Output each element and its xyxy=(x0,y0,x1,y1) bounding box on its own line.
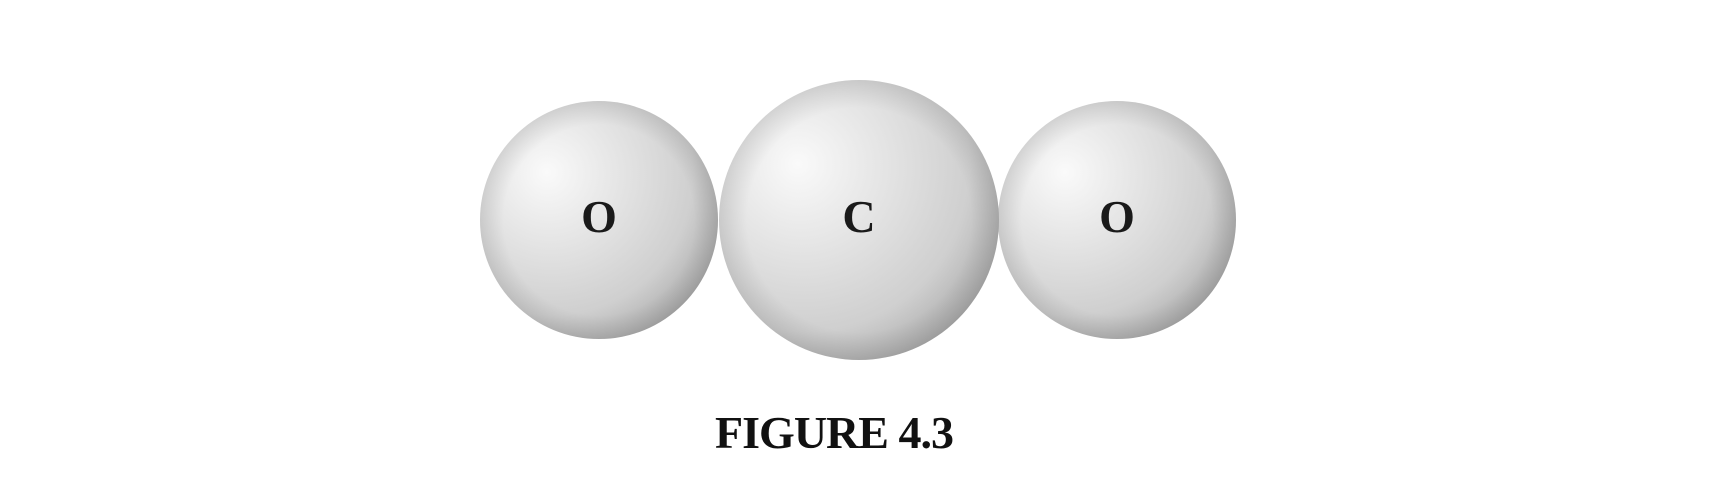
atom-label-carbon-center: C xyxy=(842,191,875,242)
oxygen-sphere-rim xyxy=(998,101,1236,339)
atom-carbon-center: C xyxy=(719,80,999,360)
oxygen-sphere-rim xyxy=(480,101,718,339)
atom-label-oxygen-right: O xyxy=(1099,191,1135,242)
atom-oxygen-right: O xyxy=(998,101,1236,339)
figure-caption: FIGURE 4.3 xyxy=(715,407,954,458)
carbon-sphere-rim xyxy=(719,80,999,360)
atom-label-oxygen-left: O xyxy=(581,191,617,242)
atom-oxygen-left: O xyxy=(480,101,718,339)
